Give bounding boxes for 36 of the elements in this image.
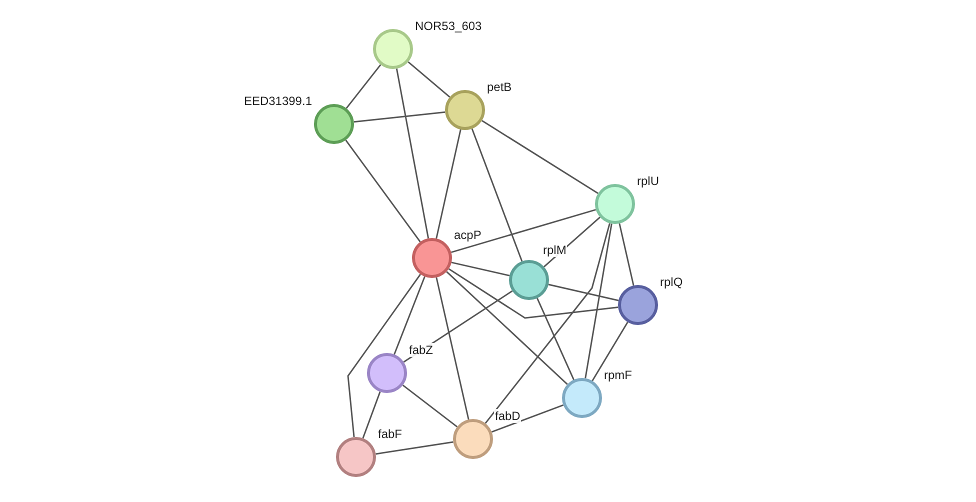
protein-label: rpmF	[603, 368, 633, 382]
protein-label: rplQ	[659, 275, 684, 289]
interaction-line	[451, 262, 510, 276]
protein-label: EED31399.1	[242, 94, 313, 108]
interaction-line	[482, 120, 598, 194]
protein-label: acpP	[453, 228, 482, 242]
interaction-line	[376, 441, 454, 455]
protein-label: fabZ	[408, 343, 434, 357]
interaction-line	[408, 61, 450, 98]
interaction-line	[484, 223, 610, 424]
interaction-line	[584, 224, 612, 378]
protein-label: fabF	[377, 427, 404, 441]
interaction-line	[548, 284, 619, 302]
interaction-line	[354, 111, 446, 123]
protein-label: rplM	[542, 243, 568, 257]
protein-label: rplU	[636, 174, 660, 188]
interaction-line	[536, 298, 574, 380]
protein-label: petB	[486, 80, 513, 94]
interaction-line	[436, 277, 470, 420]
interaction-line	[394, 276, 426, 355]
interaction-line	[618, 223, 634, 286]
protein-label: NOR53_603	[414, 19, 483, 33]
interaction-line	[362, 392, 381, 438]
interaction-line	[450, 208, 596, 254]
interaction-line	[592, 322, 628, 382]
interaction-line	[402, 384, 458, 428]
interaction-line	[347, 274, 422, 438]
interaction-line	[346, 64, 382, 109]
interaction-line	[491, 404, 564, 433]
protein-label: fabD	[494, 409, 522, 423]
interaction-line	[396, 68, 430, 238]
interaction-line	[448, 268, 618, 319]
interaction-line	[345, 140, 421, 242]
interaction-line	[446, 271, 568, 385]
interaction-line	[471, 128, 523, 262]
interaction-line	[436, 129, 462, 239]
